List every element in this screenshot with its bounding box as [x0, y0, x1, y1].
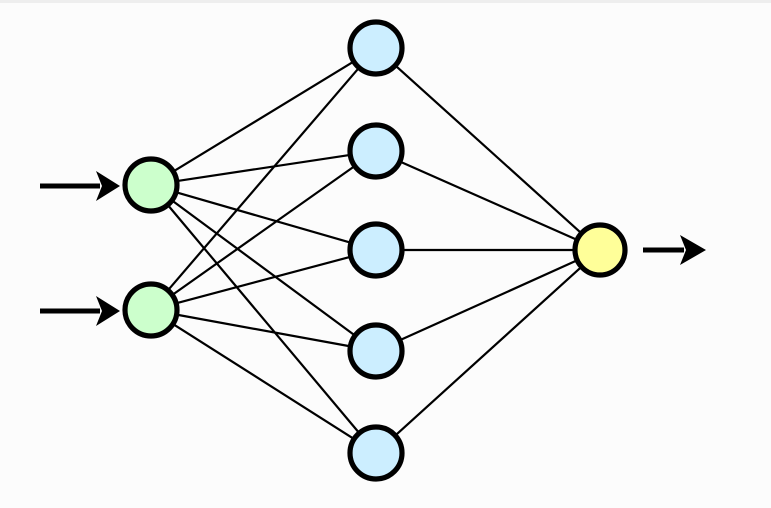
node-i2[interactable] — [122, 281, 180, 339]
arrows-group — [40, 171, 706, 326]
edge-i1-h2 — [174, 153, 353, 183]
node-h2[interactable] — [347, 122, 405, 180]
edge-h2-o1 — [397, 159, 580, 242]
node-h5[interactable] — [347, 424, 405, 482]
node-i1[interactable] — [122, 156, 180, 214]
hidden-node-1[interactable] — [347, 19, 405, 77]
hidden-node-4[interactable] — [347, 322, 405, 380]
node-h3[interactable] — [347, 221, 405, 279]
output-arrow-icon — [643, 235, 706, 265]
edge-i1-h5 — [165, 202, 362, 436]
edge-i1-h1 — [170, 59, 357, 174]
edge-i2-h3 — [173, 255, 354, 305]
edge-i1-h4 — [169, 198, 358, 338]
edge-h5-o1 — [393, 264, 584, 438]
edge-i1-h3 — [173, 190, 354, 245]
edge-i2-h5 — [170, 322, 357, 441]
node-h4[interactable] — [347, 322, 405, 380]
hidden-node-2[interactable] — [347, 122, 405, 180]
edge-h4-o1 — [397, 258, 580, 343]
input-node-2[interactable] — [122, 281, 180, 339]
input-arrow-bottom-icon — [40, 296, 120, 326]
edge-h1-o1 — [393, 63, 584, 236]
node-h1[interactable] — [347, 19, 405, 77]
edge-i2-h4 — [174, 313, 353, 348]
node-o1[interactable] — [572, 222, 628, 278]
hidden-node-3[interactable] — [347, 221, 405, 279]
output-node-1[interactable] — [572, 222, 628, 278]
edges-group — [165, 59, 584, 441]
input-arrow-top-head — [96, 171, 120, 201]
nodes-group — [122, 19, 628, 482]
hidden-node-5[interactable] — [347, 424, 405, 482]
top-edge-strip — [0, 0, 771, 3]
edge-i2-h1 — [165, 65, 362, 293]
input-node-1[interactable] — [122, 156, 180, 214]
input-arrow-top-icon — [40, 171, 120, 201]
output-arrow-head — [680, 235, 706, 265]
input-arrow-bottom-head — [96, 296, 120, 326]
edge-i2-h2 — [169, 164, 358, 297]
